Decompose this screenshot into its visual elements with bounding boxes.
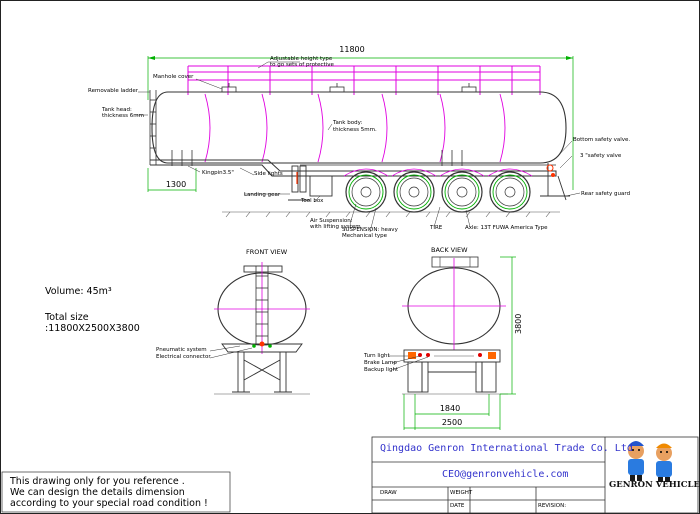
- label-adjustable: Adjustable height type: [270, 56, 333, 62]
- wheels: [343, 168, 533, 213]
- disclaimer-line: We can design the details dimension: [10, 487, 185, 498]
- label-tool-box: Tool box: [300, 198, 324, 204]
- total-size-label: Total size: [45, 312, 89, 323]
- disclaimer-frame: [1, 471, 231, 513]
- label-ladder: Removable ladder: [88, 88, 139, 94]
- company-name: Qingdao Genron International Trade Co. L…: [380, 443, 633, 454]
- handrail: [187, 65, 541, 95]
- label-tank-body-2: thickness 5mm.: [333, 127, 377, 133]
- leader-lines: [136, 61, 581, 233]
- label-tire: TIRE: [429, 225, 443, 231]
- label-suspension-2: Mechanical type: [342, 233, 388, 239]
- company-email[interactable]: CEO@genronvehicle.com: [442, 469, 569, 480]
- label-turn-light: Turn light: [363, 353, 390, 359]
- draw-label: DRAW: [380, 490, 397, 496]
- volume-spec: Volume: 45m³: [45, 286, 112, 297]
- track-dimension: 1840: [440, 404, 460, 413]
- removable-ladder: [149, 90, 157, 165]
- label-bottom-valve: Bottom safety valve.: [573, 137, 630, 143]
- label-air-susp-2: with lifting system: [310, 224, 361, 230]
- disclaimer-line: according to your special road condition…: [10, 498, 208, 509]
- label-kingpin: Kingpin3.5": [202, 170, 234, 176]
- front-view-title: FRONT VIEW: [246, 248, 288, 256]
- label-tank-head-2: thickness 6mm: [102, 113, 144, 119]
- kingpin-dimension: 1300: [166, 180, 186, 189]
- logo-mascots: [628, 441, 672, 482]
- label-pneumatic: Pneumatic system: [156, 347, 207, 353]
- manhole-covers: [221, 83, 477, 93]
- label-suspension-1: SUSPENSION: heavy: [342, 227, 399, 233]
- label-manhole: Manhole cover: [153, 74, 194, 80]
- disclaimer-text: This drawing only for you reference . We…: [10, 476, 208, 509]
- label-safety-valve: 3 "safety valve: [580, 153, 622, 159]
- label-backup-light: Backup light: [364, 367, 399, 373]
- tool-box: [309, 175, 333, 197]
- height-dimension: 3800: [514, 314, 523, 334]
- ground-line: [222, 211, 560, 218]
- label-protective: to go sets of protective: [270, 62, 334, 68]
- chassis-frame: [150, 159, 557, 177]
- side-view: 11800: [88, 45, 630, 239]
- rear-guard: [540, 163, 570, 201]
- overall-length-dimension: 11800: [339, 45, 364, 54]
- brand-logo-text: GENRON VEHICLE: [609, 480, 700, 490]
- landing-gear: [288, 165, 310, 201]
- disclaimer-line: This drawing only for you reference .: [10, 476, 185, 487]
- total-size-value: :11800X2500X3800: [45, 323, 140, 334]
- front-view: FRONT VIEW: [156, 248, 310, 395]
- tank-supports: [171, 150, 463, 166]
- back-view: BACK VIEW 3800: [363, 246, 523, 430]
- back-leaders: [388, 355, 429, 371]
- date-label: DATE: [450, 503, 465, 509]
- label-side-lights: Side lights: [254, 171, 283, 177]
- width-dimension: 2500: [442, 418, 462, 427]
- title-block-frame: [371, 436, 699, 514]
- rear-wheels: [407, 361, 497, 393]
- label-tank-body-1: Tank body:: [332, 120, 362, 126]
- weight-label: WEIGHT: [450, 490, 473, 496]
- label-landing-gear: Landing gear: [244, 192, 281, 198]
- label-electrical: Electrical connector: [156, 354, 211, 360]
- back-view-title: BACK VIEW: [431, 246, 468, 254]
- label-air-susp-1: Air Suspension:: [310, 218, 353, 224]
- front-ladder: [255, 266, 269, 344]
- label-rear-guard: Rear safety guard: [581, 191, 630, 197]
- front-landing-legs: [232, 352, 292, 393]
- label-brake-lamp: Brake Lamp: [364, 360, 397, 366]
- label-tank-head-1: Tank head:: [101, 107, 132, 113]
- label-axle: Axle: 13T FUWA America Type: [465, 225, 548, 231]
- revision-label: REVISION:: [538, 503, 567, 509]
